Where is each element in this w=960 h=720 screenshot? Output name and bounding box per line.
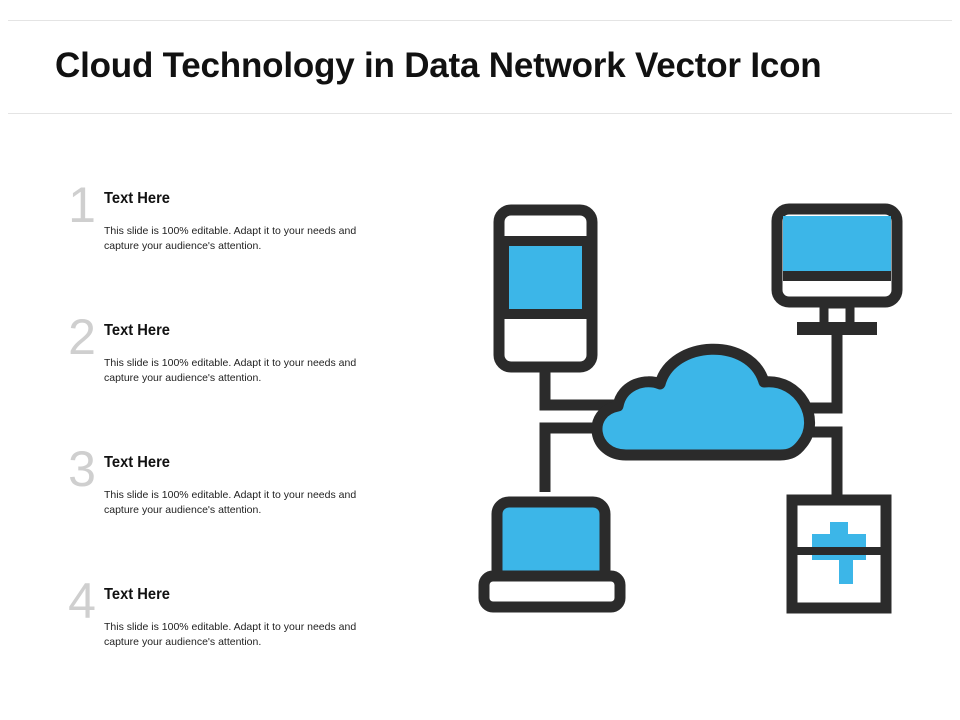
item-description: This slide is 100% editable. Adapt it to… (104, 621, 357, 648)
laptop-icon (478, 496, 626, 613)
server-icon (786, 494, 892, 614)
mobile-device-icon (493, 204, 598, 373)
item-number: 3 (68, 441, 96, 497)
item-number: 2 (68, 309, 96, 365)
item-number: 4 (68, 573, 96, 629)
top-divider (8, 20, 952, 21)
item-description: This slide is 100% editable. Adapt it to… (104, 489, 357, 516)
item-heading: Text Here (104, 322, 170, 339)
desktop-monitor-icon (771, 203, 903, 335)
list-item: 2 Text Here This slide is 100% editable.… (62, 312, 392, 410)
cloud-icon (591, 343, 816, 461)
title-divider (8, 113, 952, 114)
cloud-network-diagram (478, 203, 903, 614)
network-connectors (539, 331, 843, 500)
page-title: Cloud Technology in Data Network Vector … (55, 46, 822, 85)
item-description: This slide is 100% editable. Adapt it to… (104, 357, 357, 384)
list-item: 1 Text Here This slide is 100% editable.… (62, 180, 392, 278)
item-heading: Text Here (104, 190, 170, 207)
item-heading: Text Here (104, 586, 170, 603)
item-description: This slide is 100% editable. Adapt it to… (104, 225, 357, 252)
item-number: 1 (68, 177, 96, 233)
list-item: 3 Text Here This slide is 100% editable.… (62, 444, 392, 542)
list-item: 4 Text Here This slide is 100% editable.… (62, 576, 392, 674)
item-heading: Text Here (104, 454, 170, 471)
